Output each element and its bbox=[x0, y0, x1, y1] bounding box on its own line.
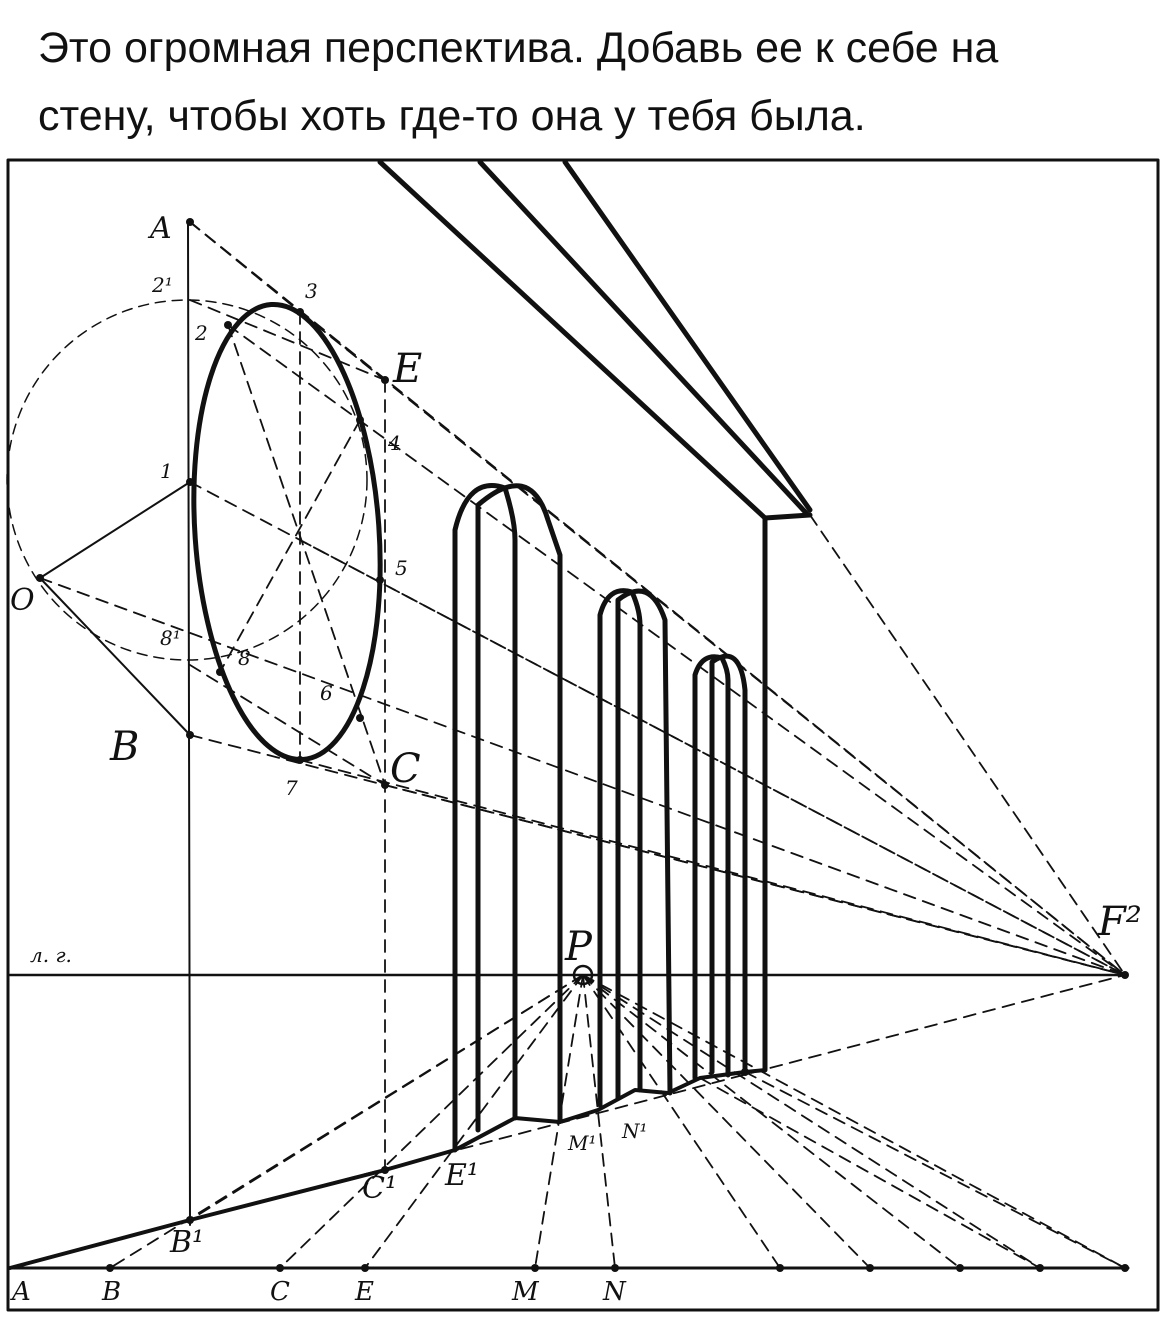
baseline-label-E: E bbox=[354, 1277, 374, 1307]
label-6: 6 bbox=[320, 681, 333, 705]
arch-1 bbox=[452, 483, 563, 1153]
label-2-prime: 2¹ bbox=[151, 273, 173, 297]
label-C: C bbox=[390, 746, 421, 792]
baseline-label-B: B bbox=[101, 1277, 121, 1307]
label-M1: M¹ bbox=[567, 1131, 597, 1155]
baseline-label-A: A bbox=[10, 1277, 31, 1307]
label-7: 7 bbox=[285, 776, 298, 800]
label-3: 3 bbox=[305, 279, 318, 303]
construction-lines bbox=[39, 221, 191, 1226]
label-O: O bbox=[10, 583, 35, 618]
label-5: 5 bbox=[395, 556, 408, 580]
center-point-marker bbox=[572, 964, 594, 986]
label-A: A bbox=[147, 211, 172, 246]
label-B1: B¹ bbox=[169, 1225, 204, 1260]
label-C1: C¹ bbox=[362, 1171, 397, 1206]
horizon-label: л. г. bbox=[30, 943, 72, 967]
caption-line-1: Это огромная перспектива. Добавь ее к се… bbox=[38, 24, 999, 72]
roof-beam bbox=[377, 159, 813, 1073]
construction-circle bbox=[6, 299, 368, 661]
dashed-perspective-lines bbox=[39, 221, 1126, 1269]
caption-line-2: стену, чтобы хоть где-то она у тебя была… bbox=[38, 92, 866, 140]
label-E: E bbox=[392, 346, 422, 392]
label-8: 8 bbox=[238, 646, 251, 670]
label-P: P bbox=[564, 924, 593, 970]
baseline-label-N: N bbox=[602, 1277, 627, 1307]
drawing-frame bbox=[6, 158, 1160, 1312]
meme-caption: Это огромная перспектива. Добавь ее к се… bbox=[38, 14, 1138, 150]
baseline-label-M: M bbox=[511, 1277, 540, 1307]
label-4: 4 bbox=[387, 431, 401, 455]
label-8-prime: 8¹ bbox=[160, 626, 181, 650]
label-N1: N¹ bbox=[621, 1119, 648, 1143]
label-E1: E¹ bbox=[444, 1158, 479, 1193]
baseline-label-C: C bbox=[270, 1277, 290, 1307]
label-1: 1 bbox=[160, 459, 173, 483]
construction-points bbox=[36, 218, 1129, 1272]
label-2: 2 bbox=[194, 321, 208, 345]
drawing-labels: A 2¹ 2 3 E 4 1 5 O 8¹ 8 6 B C 7 л. г. P … bbox=[10, 211, 1142, 1307]
label-B: B bbox=[109, 724, 139, 770]
label-F2: F² bbox=[1097, 899, 1142, 945]
arch-2 bbox=[597, 588, 673, 1108]
